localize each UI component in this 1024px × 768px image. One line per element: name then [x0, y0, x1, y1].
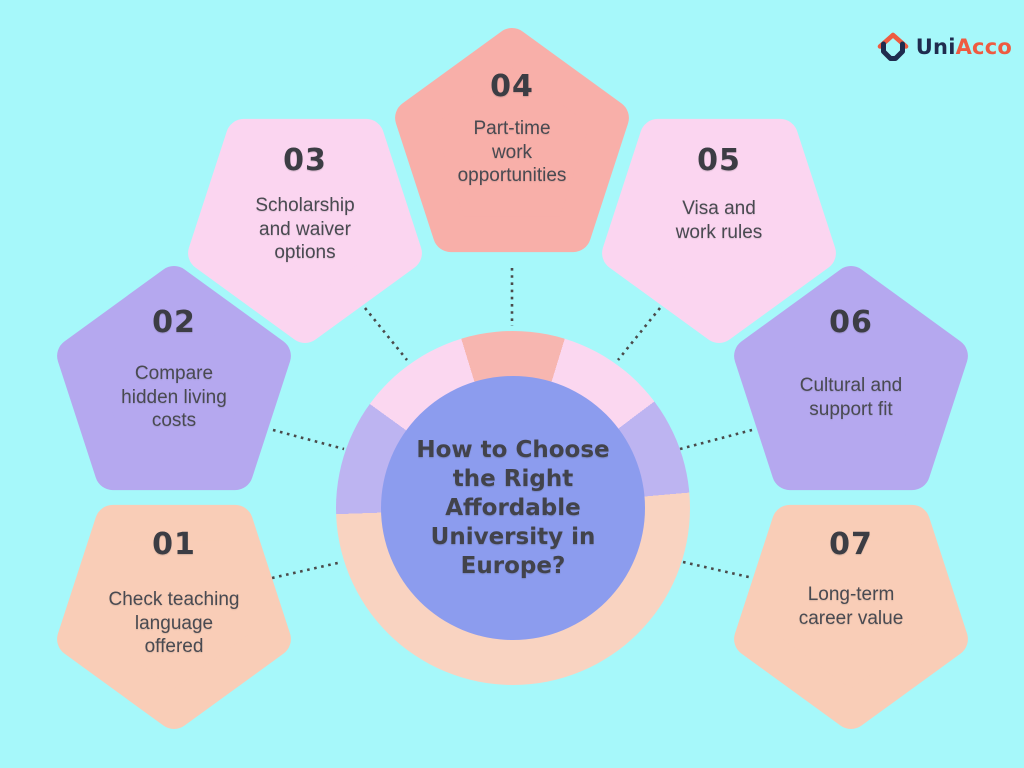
pentagon-01 [57, 504, 291, 729]
connector-02 [272, 428, 345, 451]
pentagon-07 [734, 504, 968, 729]
pentagon-02-shape [57, 266, 291, 491]
step-number-04: 04 [490, 69, 534, 104]
step-number-07: 07 [829, 527, 873, 562]
pentagon-07-shape [734, 504, 968, 729]
pentagon-03-shape [188, 118, 422, 343]
step-number-06: 06 [829, 305, 873, 340]
house-icon [877, 32, 909, 61]
connector-06 [679, 428, 753, 451]
pentagon-06-shape [734, 266, 968, 491]
pentagon-05 [602, 118, 836, 343]
pentagon-03 [188, 118, 422, 343]
pentagon-05-shape [602, 118, 836, 343]
step-number-01: 01 [152, 527, 196, 562]
pentagon-04-shape [395, 28, 629, 253]
brand-name-uni: Uni [915, 35, 956, 59]
brand-name-acco: Acco [955, 35, 1012, 59]
pentagon-06 [734, 266, 968, 491]
brand-name: UniAcco [916, 35, 1012, 59]
pentagon-04 [395, 28, 629, 253]
pentagon-01-shape [57, 504, 291, 729]
connector-07 [682, 560, 754, 580]
pentagon-02 [57, 266, 291, 491]
step-number-03: 03 [283, 143, 327, 178]
connector-01 [271, 560, 343, 580]
step-number-02: 02 [152, 305, 196, 340]
center-circle [381, 376, 645, 640]
brand-logo: UniAcco [877, 31, 1012, 63]
step-number-05: 05 [697, 143, 741, 178]
